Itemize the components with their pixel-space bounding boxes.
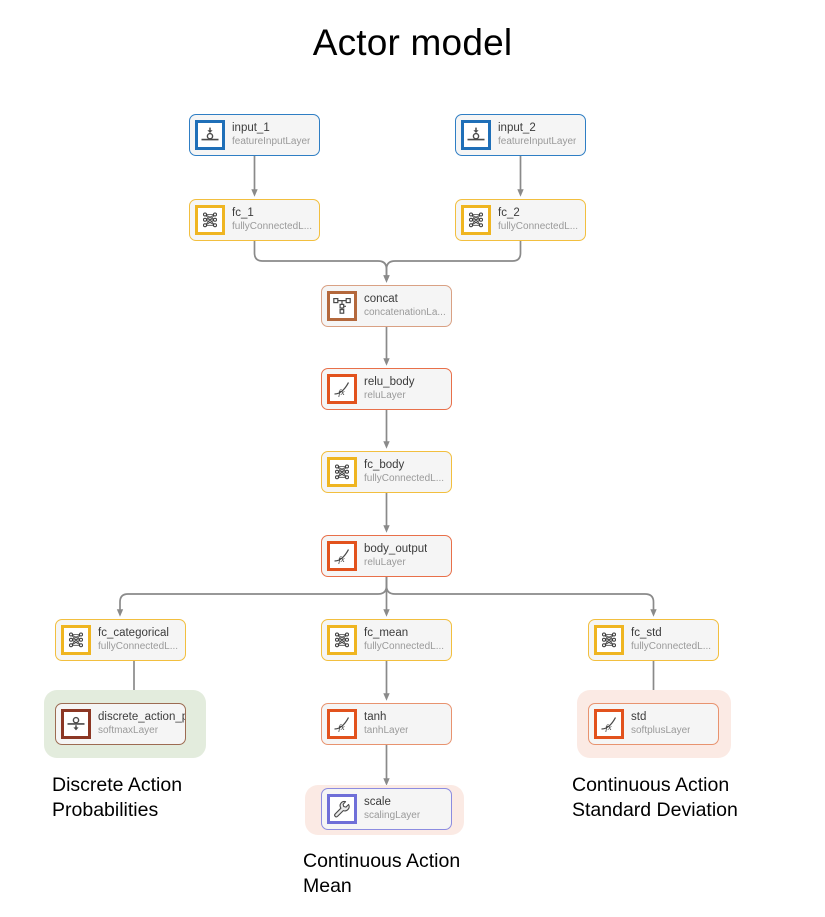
- layer-node-fc_categorical[interactable]: fc_categorical fullyConnectedL...: [55, 619, 186, 661]
- layer-node-input_2[interactable]: input_2 featureInputLayer: [455, 114, 586, 156]
- layer-node-name: body_output: [364, 542, 428, 555]
- softmax-icon: [61, 709, 91, 739]
- layer-node-labels: tanh tanhLayer: [364, 711, 408, 738]
- layer-node-name: fc_categorical: [98, 626, 169, 639]
- wire-bodyoutput-fccategorical: [116, 577, 388, 617]
- layer-node-name: input_1: [232, 121, 270, 134]
- layer-node-type: reluLayer: [364, 390, 406, 402]
- layer-node-type: fullyConnectedL...: [364, 641, 445, 653]
- activation-fx-icon: fx: [327, 709, 357, 739]
- layer-node-name: concat: [364, 292, 398, 305]
- layer-node-type: softmaxLayer: [98, 725, 159, 737]
- layer-node-name: fc_1: [232, 206, 254, 219]
- layer-node-type: fullyConnectedL...: [631, 641, 712, 653]
- layer-node-labels: input_2 featureInputLayer: [498, 122, 576, 149]
- layer-node-type: reluLayer: [364, 557, 406, 569]
- layer-node-labels: fc_mean fullyConnectedL...: [364, 627, 444, 654]
- wire-fc2-concat: [383, 241, 522, 283]
- layer-node-type: fullyConnectedL...: [98, 641, 179, 653]
- svg-text:fx: fx: [338, 554, 344, 564]
- fully-connected-icon: [594, 625, 624, 655]
- layer-node-concat[interactable]: concat concatenationLa...: [321, 285, 452, 327]
- layer-node-name: input_2: [498, 121, 536, 134]
- layer-node-body_output[interactable]: fx body_output reluLayer: [321, 535, 452, 577]
- scaling-wrench-icon: [327, 794, 357, 824]
- layer-node-type: featureInputLayer: [232, 136, 311, 148]
- mean-caption: Continuous Action Mean: [303, 850, 461, 897]
- activation-fx-icon: fx: [327, 541, 357, 571]
- layer-node-type: softplusLayer: [631, 725, 691, 737]
- layer-node-discrete_action[interactable]: discrete_action_p softmaxLayer: [55, 703, 186, 745]
- layer-node-name: tanh: [364, 710, 387, 723]
- layer-node-name: discrete_action_p: [98, 710, 185, 723]
- layer-node-input_1[interactable]: input_1 featureInputLayer: [189, 114, 320, 156]
- layer-node-labels: body_output reluLayer: [364, 543, 427, 570]
- layer-node-labels: scale scalingLayer: [364, 796, 420, 823]
- layer-node-labels: fc_2 fullyConnectedL...: [498, 207, 578, 234]
- layer-node-type: fullyConnectedL...: [498, 221, 579, 233]
- svg-text:fx: fx: [338, 722, 344, 732]
- layer-node-name: fc_mean: [364, 626, 409, 639]
- layer-node-labels: input_1 featureInputLayer: [232, 122, 310, 149]
- layer-node-type: scalingLayer: [364, 810, 421, 822]
- svg-text:fx: fx: [338, 387, 344, 397]
- layer-node-fc_body[interactable]: fc_body fullyConnectedL...: [321, 451, 452, 493]
- layer-node-labels: fc_categorical fullyConnectedL...: [98, 627, 178, 654]
- fully-connected-icon: [327, 457, 357, 487]
- svg-text:fx: fx: [605, 722, 611, 732]
- layer-node-labels: relu_body reluLayer: [364, 376, 415, 403]
- layer-node-relu_body[interactable]: fx relu_body reluLayer: [321, 368, 452, 410]
- layer-node-labels: fc_std fullyConnectedL...: [631, 627, 711, 654]
- layer-node-name: std: [631, 710, 647, 723]
- layer-node-type: concatenationLa...: [364, 307, 446, 319]
- layer-node-fc_1[interactable]: fc_1 fullyConnectedL...: [189, 199, 320, 241]
- layer-node-labels: discrete_action_p softmaxLayer: [98, 711, 185, 738]
- activation-fx-icon: fx: [327, 374, 357, 404]
- concatenation-icon: [327, 291, 357, 321]
- layer-node-name: scale: [364, 795, 391, 808]
- activation-fx-icon: fx: [594, 709, 624, 739]
- layer-node-labels: fc_1 fullyConnectedL...: [232, 207, 312, 234]
- wire-bodyoutput-fcstd: [385, 577, 657, 617]
- layer-node-type: fullyConnectedL...: [364, 473, 445, 485]
- layer-node-type: tanhLayer: [364, 725, 409, 737]
- layer-node-labels: std softplusLayer: [631, 711, 690, 738]
- fully-connected-icon: [61, 625, 91, 655]
- layer-node-name: fc_std: [631, 626, 662, 639]
- layer-node-fc_2[interactable]: fc_2 fullyConnectedL...: [455, 199, 586, 241]
- layer-node-fc_mean[interactable]: fc_mean fullyConnectedL...: [321, 619, 452, 661]
- layer-node-name: relu_body: [364, 375, 415, 388]
- layer-node-labels: concat concatenationLa...: [364, 293, 446, 320]
- layer-node-scale[interactable]: scale scalingLayer: [321, 788, 452, 830]
- layer-node-tanh[interactable]: fx tanh tanhLayer: [321, 703, 452, 745]
- fully-connected-icon: [195, 205, 225, 235]
- fully-connected-icon: [461, 205, 491, 235]
- page-title: Actor model: [312, 22, 513, 63]
- layer-node-type: featureInputLayer: [498, 136, 577, 148]
- fully-connected-icon: [327, 625, 357, 655]
- layer-node-fc_std[interactable]: fc_std fullyConnectedL...: [588, 619, 719, 661]
- layer-node-std[interactable]: fx std softplusLayer: [588, 703, 719, 745]
- layer-node-name: fc_body: [364, 458, 405, 471]
- discrete-caption: Discrete Action Probabilities: [52, 774, 183, 821]
- input-arrow-icon: [195, 120, 225, 150]
- layer-node-labels: fc_body fullyConnectedL...: [364, 459, 444, 486]
- layer-node-type: fullyConnectedL...: [232, 221, 313, 233]
- layer-node-name: fc_2: [498, 206, 520, 219]
- std-caption: Continuous Action Standard Deviation: [572, 774, 738, 821]
- input-arrow-icon: [461, 120, 491, 150]
- wire-fc1-concat: [253, 241, 390, 283]
